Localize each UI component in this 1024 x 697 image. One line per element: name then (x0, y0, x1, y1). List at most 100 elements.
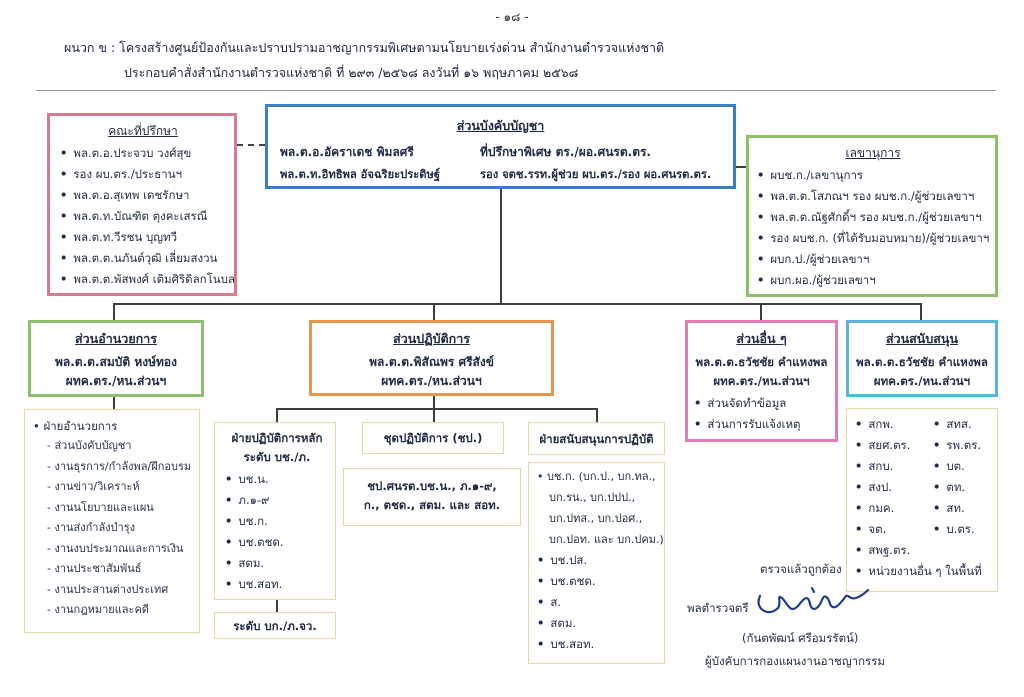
main-ops-item: บช.น. (225, 469, 329, 490)
opsupport-first-cont-line: บก.ปอท. และ บก.ปคม.) (549, 533, 664, 546)
support-column-2: สทส.รพ.ตร.บต.ตท.สท.บ.ตร. (933, 414, 981, 561)
section-bus-line (113, 303, 920, 305)
operations-bus-line (276, 408, 596, 410)
advisors-list: พล.ต.อ.ประจวบ วงศ์สุขรอง ผบ.ตร./ประธานฯพ… (60, 143, 235, 290)
opsupport-item: สตม. (537, 613, 660, 634)
operations-title: ส่วนปฏิบัติการ (393, 331, 470, 346)
operations-drop-line (433, 303, 435, 320)
opsupport-list: บช.ปส.บช.ตชด.ส.สตม.บช.สอท. (537, 550, 660, 655)
unit-line-2: ก., ตชด., สตม. และ สอท. (363, 498, 501, 512)
support-unit-item: สกบ. (855, 456, 933, 477)
secretariat-item: พล.ต.ต.โสภณฯ รอง ผบช.ก./ผู้ช่วยเลขาฯ (757, 186, 989, 207)
support-unit-item: กมค. (855, 498, 933, 519)
admin-dept-item: งานกฎหมายและคดี (47, 600, 195, 621)
advisor-item: พล.ต.อ.สุเทพ เดชรักษา (60, 185, 226, 206)
admin-dept-item: งานนโยบายและแผน (47, 498, 195, 519)
operations-box: ส่วนปฏิบัติการ พล.ต.ต.พิสัณพร ศรีสังข์ ผ… (309, 320, 554, 396)
main-ops-item: บช.ตชด. (225, 532, 329, 553)
header-line-2: ประกอบคำสั่งสำนักงานตำรวจแห่งชาติ ที่ ๒๙… (124, 65, 579, 80)
unit-line-1: ชป.ศนรต.บช.น., ภ.๑-๙, (367, 479, 497, 493)
advisors-title: คณะที่ปรึกษา (108, 124, 178, 138)
other-item: ส่วนจัดทำข้อมูล (694, 393, 829, 414)
operations-person: พล.ต.ต.พิสัณพร ศรีสังข์ (369, 355, 494, 369)
page-number: - ๑๘ - (495, 10, 529, 24)
admin-dept-list: ส่วนบังคับบัญชางานธุรการ/กำลังพล/ฝึกอบรม… (33, 436, 195, 621)
admin-dept-line (113, 397, 115, 409)
main-ops-item: ภ.๑-๙ (225, 490, 329, 511)
support-unit-item: สทส. (933, 414, 981, 435)
admin-dept-title: ฝ่ายอำนวยการ (43, 419, 118, 433)
opsupport-title-box: ฝ่ายสนับสนุนการปฏิบัติ (528, 422, 665, 455)
opsupport-list-box: • บช.ก. (บก.ป., บก.ทล., บก.รน., บก.ปปป.,… (528, 462, 665, 664)
main-ops-footer-box: ระดับ บก./ภ.จว. (214, 612, 336, 639)
other-drop-line (760, 303, 762, 320)
main-footer-line (276, 600, 278, 612)
command-title: ส่วนบังคับบัญชา (456, 118, 545, 133)
main-ops-item: สตม. (225, 553, 329, 574)
admin-dept-item: งานข่าว/วิเคราะห์ (47, 477, 195, 498)
support-unit-item: สท. (933, 498, 981, 519)
other-item: ส่วนการรับแจ้งเหตุ (694, 414, 829, 435)
admin-dept-item: งานส่งกำลังบำรุง (47, 518, 195, 539)
header-divider (36, 90, 996, 91)
secretariat-item: พล.ต.ต.ณัฐศักดิ์ฯ รอง ผบช.ก./ผู้ช่วยเลขา… (757, 207, 989, 228)
support-unit-item: จต. (855, 519, 933, 540)
admin-role: ผทค.ตร./หน.ส่วนฯ (65, 374, 167, 388)
admin-person: พล.ต.ต.สมบัติ หงษ์ทอง (54, 355, 177, 369)
unit-title: ชุดปฏิบัติการ (ชป.) (383, 431, 483, 445)
opsupport-item: ส. (537, 592, 660, 613)
opsupport-first-continuation: บก.รน., บก.ปปป.,บก.ปทส., บก.ปอศ.,บก.ปอท.… (537, 487, 664, 550)
main-ops-level: ระดับ บช./ภ. (243, 450, 311, 464)
command-role-2: รอง จตช.รรท.ผู้ช่วย ผบ.ตร./รอง ผอ.ศนรต.ต… (480, 168, 712, 181)
other-role: ผทค.ตร./หน.ส่วนฯ (713, 374, 810, 388)
support-unit-item: บ.ตร. (933, 519, 981, 540)
advisor-connector (237, 144, 265, 146)
secretariat-connector (736, 166, 746, 168)
secretariat-item: ผบก.ผอ./ผู้ช่วยเลขาฯ (757, 270, 989, 291)
other-box: ส่วนอื่น ๆ พล.ต.ต.ธวัชชัย คำแหงพล ผทค.ตร… (685, 320, 838, 442)
unit-drop-line (433, 408, 435, 422)
advisor-item: พล.ต.ท.บัณฑิต ตุงคะเสรณี (60, 206, 226, 227)
signature-rank: พลตำรวจตรี (687, 601, 749, 615)
main-ops-title: ฝ่ายปฏิบัติการหลัก (231, 431, 323, 445)
admin-dept-item: งานประสานต่างประเทศ (47, 580, 195, 601)
advisor-item: พล.ต.ต.นภันต์วุฒิ เลี่ยมสงวน (60, 248, 226, 269)
admin-dept-item: งานธุรการ/กำลังพล/ฝึกอบรม (47, 457, 195, 478)
opsupport-first-row: • บช.ก. (บก.ป., บก.ทล., (537, 470, 656, 483)
advisor-item: พล.ต.ท.วีรชน บุญทวี (60, 227, 226, 248)
support-drop-line (920, 303, 922, 320)
header-line-1: ผนวก ข : โครงสร้างศูนย์ป้องกันและปราบปรา… (64, 40, 665, 55)
opsupport-item: บช.ตชด. (537, 571, 660, 592)
support-unit-item: บต. (933, 456, 981, 477)
command-person-2: พล.ต.ท.อิทธิพล อัจฉริยะประดิษฐ์ (280, 168, 441, 181)
support-person: พล.ต.ต.ธวัชชัย คำแหงพล (856, 355, 988, 369)
opsupport-first: บช.ก. (บก.ป., บก.ทล., (547, 470, 656, 483)
admin-dept-box: • ฝ่ายอำนวยการ ส่วนบังคับบัญชางานธุรการ/… (24, 409, 200, 633)
opsupport-drop-line (596, 408, 598, 422)
unit-detail-box: ชป.ศนรต.บช.น., ภ.๑-๙, ก., ตชด., สตม. และ… (343, 468, 521, 526)
opsupport-title: ฝ่ายสนับสนุนการปฏิบัติ (539, 432, 654, 446)
admin-dept-item: งานงบประมาณและการเงิน (47, 539, 195, 560)
main-drop-line (276, 408, 278, 422)
handwritten-signature (757, 587, 870, 614)
verified-label: ตรวจแล้วถูกต้อง (760, 562, 842, 576)
other-list: ส่วนจัดทำข้อมูลส่วนการรับแจ้งเหตุ (694, 393, 829, 435)
command-role-1: ที่ปรึกษาพิเศษ ตร./ผอ.ศนรต.ตร. (480, 145, 651, 159)
admin-title: ส่วนอำนวยการ (75, 331, 157, 346)
support-role: ผทค.ตร./หน.ส่วนฯ (873, 374, 971, 388)
advisor-item: รอง ผบ.ตร./ประธานฯ (60, 164, 226, 185)
support-unit-item: สพฐ.ตร. (855, 540, 933, 561)
advisors-box: คณะที่ปรึกษา พล.ต.อ.ประจวบ วงศ์สุขรอง ผบ… (47, 113, 237, 296)
admin-box: ส่วนอำนวยการ พล.ต.ต.สมบัติ หงษ์ทอง ผทค.ต… (28, 320, 204, 397)
support-box: ส่วนสนับสนุน พล.ต.ต.ธวัชชัย คำแหงพล ผทค.… (846, 320, 998, 397)
command-box: ส่วนบังคับบัญชา พล.ต.อ.อัคราเดช พิมลศรี … (265, 104, 736, 189)
support-last-item: หน่วยงานอื่น ๆ ในพื้นที่ (855, 561, 995, 582)
secretariat-item: ผบก.ป./ผู้ช่วยเลขาฯ (757, 249, 989, 270)
admin-dept-title-row: • ฝ่ายอำนวยการ (33, 419, 118, 433)
main-ops-list: บช.น.ภ.๑-๙บช.ก.บช.ตชด.สตม.บช.สอท. (225, 469, 329, 595)
main-ops-box: ฝ่ายปฏิบัติการหลัก ระดับ บช./ภ. บช.น.ภ.๑… (214, 422, 336, 600)
advisor-item: พล.ต.อ.ประจวบ วงศ์สุข (60, 143, 226, 164)
command-trunk-line (500, 189, 502, 303)
opsupport-first-cont-line: บก.รน., บก.ปปป., (549, 491, 636, 504)
